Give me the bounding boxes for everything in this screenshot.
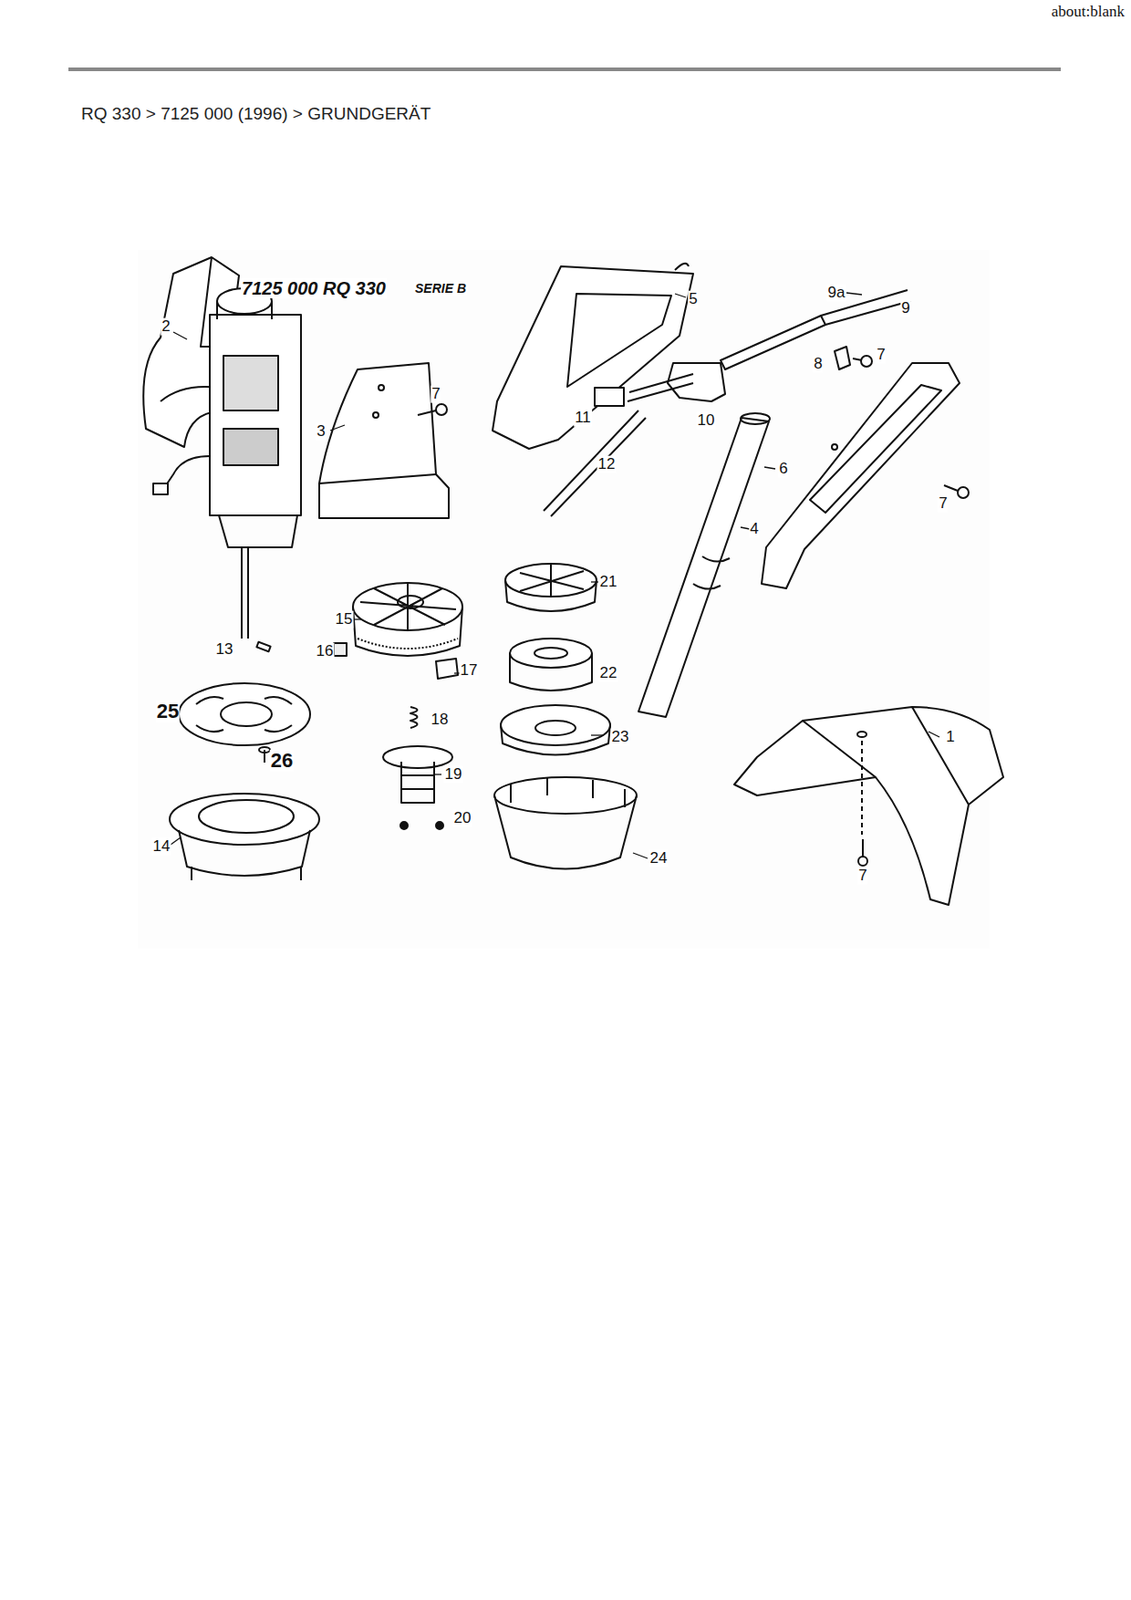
callout-number: 25 — [155, 700, 180, 723]
callout-number: 11 — [573, 409, 592, 427]
drawing-title: SERIE B — [414, 281, 467, 296]
callout-number: 22 — [599, 664, 619, 683]
callout-number: 7 — [857, 867, 868, 885]
callout-number: 9a — [827, 284, 847, 302]
callout-number: 21 — [599, 573, 619, 592]
motor — [153, 288, 301, 639]
callout-number: 23 — [611, 728, 631, 747]
callout-number: 1 — [944, 728, 955, 747]
spool-hub — [383, 706, 453, 830]
callout-number: 7 — [430, 385, 441, 404]
base-plate — [169, 683, 320, 881]
header-rule — [68, 67, 1061, 72]
callout-number: 2 — [160, 318, 171, 336]
callout-number: 7 — [937, 495, 948, 513]
switch-and-cable — [543, 290, 911, 517]
grass-guard — [734, 706, 1004, 905]
fan — [352, 582, 463, 656]
callout-number: 18 — [430, 711, 450, 729]
callout-number: 13 — [215, 641, 235, 659]
callout-number: 5 — [687, 290, 698, 309]
callout-number: 19 — [444, 766, 464, 784]
leader-lines — [170, 292, 940, 859]
callout-number: 17 — [459, 662, 479, 680]
callout-number: 16 — [315, 643, 335, 661]
callout-number: 8 — [812, 355, 823, 374]
callout-number: 20 — [453, 809, 473, 828]
side-cover — [319, 363, 449, 519]
spool-cover — [494, 777, 637, 870]
browser-header: about:blank — [1050, 3, 1126, 21]
callout-number: 24 — [649, 850, 669, 868]
callout-number: 9 — [900, 300, 911, 318]
spool-discs — [500, 563, 611, 756]
callout-number: 3 — [315, 423, 326, 441]
breadcrumb-title: RQ 330 > 7125 000 (1996) > GRUNDGERÄT — [81, 103, 431, 125]
callout-number: 7 — [875, 346, 886, 364]
drawing-ground — [137, 249, 990, 949]
callout-number: 6 — [778, 460, 789, 478]
callout-number: 15 — [334, 611, 354, 629]
drawing-title: 7125 000 RQ 330 — [240, 278, 387, 299]
upper-handle — [492, 263, 694, 449]
lower-handle — [761, 363, 960, 589]
callout-number: 12 — [597, 456, 617, 474]
callout-number: 26 — [269, 749, 294, 772]
callout-number: 14 — [152, 838, 172, 856]
callout-number: 4 — [748, 520, 759, 539]
callout-number: 10 — [696, 412, 716, 430]
shaft-tube — [638, 413, 770, 717]
